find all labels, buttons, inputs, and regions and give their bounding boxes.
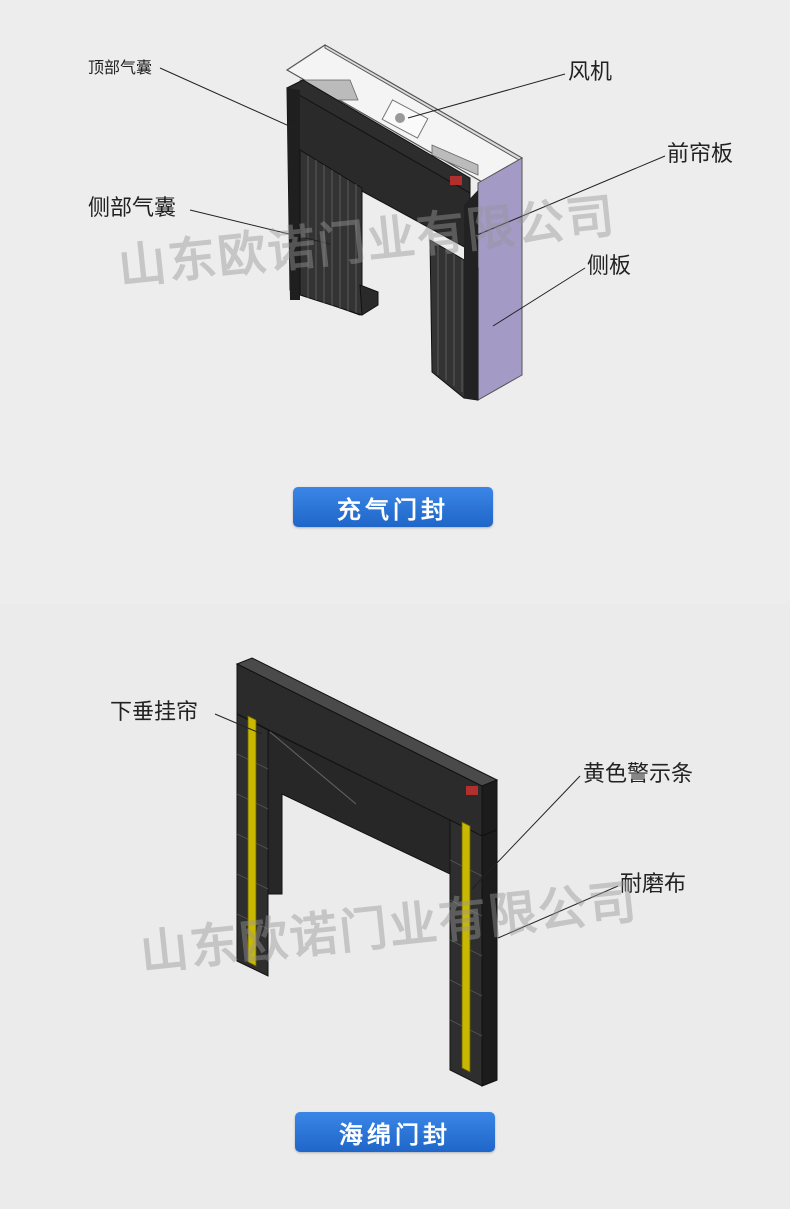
label-fan: 风机 [568, 60, 613, 85]
inflatable-seal-illustration [159, 44, 666, 401]
label-front-curtain: 前帘板 [667, 142, 734, 167]
label-side-panel: 侧板 [587, 254, 632, 279]
title-badge-inflatable: 充气门封 [293, 487, 493, 527]
label-wear-fabric: 耐磨布 [620, 872, 687, 897]
inflatable-seal-section: 顶部气囊 风机 前帘板 侧部气囊 侧板 山东欧诺门业有限公司 充气门封 [0, 0, 790, 604]
label-side-airbag: 侧部气囊 [88, 196, 177, 221]
label-yellow-stripe: 黄色警示条 [583, 762, 694, 787]
sponge-seal-section: 下垂挂帘 黄色警示条 耐磨布 山东欧诺门业有限公司 海绵门封 [0, 604, 790, 1209]
sponge-seal-illustration [214, 657, 619, 1087]
label-top-airbag: 顶部气囊 [88, 58, 153, 77]
title-badge-sponge: 海绵门封 [295, 1112, 495, 1152]
label-hanging-curtain: 下垂挂帘 [110, 700, 199, 725]
